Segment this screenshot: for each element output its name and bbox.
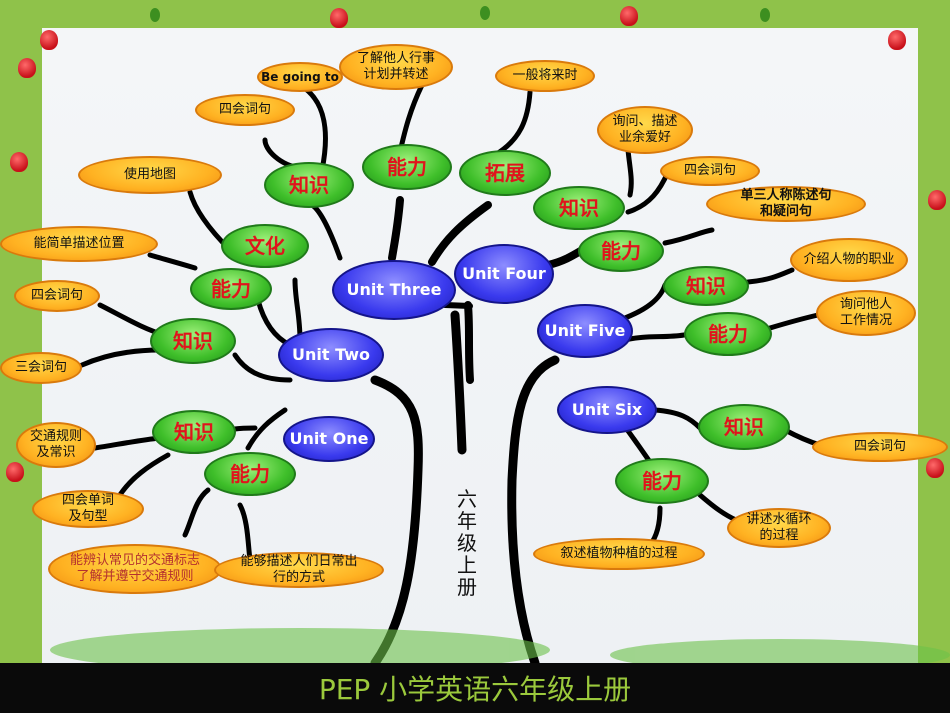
- u4-third-person[interactable]: 单三人称陈述句 和疑问句: [706, 186, 866, 222]
- u4-ability-node[interactable]: 能力: [578, 230, 664, 272]
- trunk-root: [464, 301, 474, 384]
- u3-be-going-to[interactable]: Be going to: [257, 62, 343, 92]
- u1-traffic-rules[interactable]: 交通规则 及常识: [16, 422, 96, 468]
- u3-extension-node[interactable]: 拓展: [459, 150, 551, 196]
- u3-understand-plans[interactable]: 了解他人行事 计划并转述: [339, 44, 453, 90]
- u2-three-skill-phrases[interactable]: 三会词句: [0, 352, 82, 384]
- u2-use-maps[interactable]: 使用地图: [78, 156, 222, 194]
- u6-ability-node[interactable]: 能力: [615, 458, 709, 504]
- strawberry-icon: [888, 30, 906, 50]
- trunk-center-left: [450, 310, 467, 455]
- u2-culture-node[interactable]: 文化: [221, 224, 309, 268]
- strawberry-icon: [40, 30, 58, 50]
- u5-introduce-jobs[interactable]: 介绍人物的职业: [790, 238, 908, 282]
- u6-water-cycle[interactable]: 讲述水循环 的过程: [727, 508, 831, 548]
- unit-six-node[interactable]: Unit Six: [557, 386, 657, 434]
- u3-four-skill-phrases[interactable]: 四会词句: [195, 94, 295, 126]
- trunk-label: 六年级上册: [457, 487, 477, 599]
- u5-ability-node[interactable]: 能力: [684, 312, 772, 356]
- strawberry-icon: [926, 458, 944, 478]
- trunk-right: [507, 355, 560, 663]
- u2-knowledge-node[interactable]: 知识: [150, 318, 236, 364]
- u6-four-skill-phrases[interactable]: 四会词句: [812, 432, 948, 462]
- strawberry-icon: [928, 190, 946, 210]
- u4-knowledge-node[interactable]: 知识: [533, 186, 625, 230]
- unit-four-node[interactable]: Unit Four: [454, 244, 554, 304]
- u5-knowledge-node[interactable]: 知识: [663, 266, 749, 306]
- u1-four-skill-words[interactable]: 四会单词 及句型: [32, 490, 144, 528]
- u2-ability-node[interactable]: 能力: [190, 268, 272, 310]
- footer-title: PEP 小学英语六年级上册: [0, 663, 950, 713]
- unit-three-node[interactable]: Unit Three: [332, 260, 456, 320]
- unit-five-node[interactable]: Unit Five: [537, 304, 633, 358]
- u4-hobbies[interactable]: 询问、描述 业余爱好: [597, 106, 693, 154]
- unit-one-node[interactable]: Unit One: [283, 416, 375, 462]
- u6-knowledge-node[interactable]: 知识: [698, 404, 790, 450]
- leaf-icon: [760, 8, 770, 22]
- strawberry-icon: [620, 6, 638, 26]
- u1-recognize-signs[interactable]: 能辨认常见的交通标志 了解并遵守交通规则: [48, 544, 222, 594]
- strawberry-icon: [18, 58, 36, 78]
- leaf-icon: [480, 6, 490, 20]
- strawberry-icon: [330, 8, 348, 28]
- strawberry-icon: [6, 462, 24, 482]
- u1-knowledge-node[interactable]: 知识: [152, 410, 236, 454]
- u3-ability-node[interactable]: 能力: [362, 144, 452, 190]
- trunk-left: [370, 375, 423, 663]
- u2-describe-position[interactable]: 能简单描述位置: [0, 226, 158, 262]
- u3-future-tense[interactable]: 一般将来时: [495, 60, 595, 92]
- leaf-icon: [150, 8, 160, 22]
- u5-ask-work[interactable]: 询问他人 工作情况: [816, 290, 916, 336]
- u1-describe-travel[interactable]: 能够描述人们日常出 行的方式: [214, 552, 384, 588]
- u4-four-skill-phrases[interactable]: 四会词句: [660, 156, 760, 186]
- meadow: [50, 628, 950, 663]
- u2-four-skill-phrases[interactable]: 四会词句: [14, 280, 100, 312]
- strawberry-icon: [10, 152, 28, 172]
- unit-two-node[interactable]: Unit Two: [278, 328, 384, 382]
- u1-ability-node[interactable]: 能力: [204, 452, 296, 496]
- u3-knowledge-node[interactable]: 知识: [264, 162, 354, 208]
- u6-plant-growing[interactable]: 叙述植物种植的过程: [533, 538, 705, 570]
